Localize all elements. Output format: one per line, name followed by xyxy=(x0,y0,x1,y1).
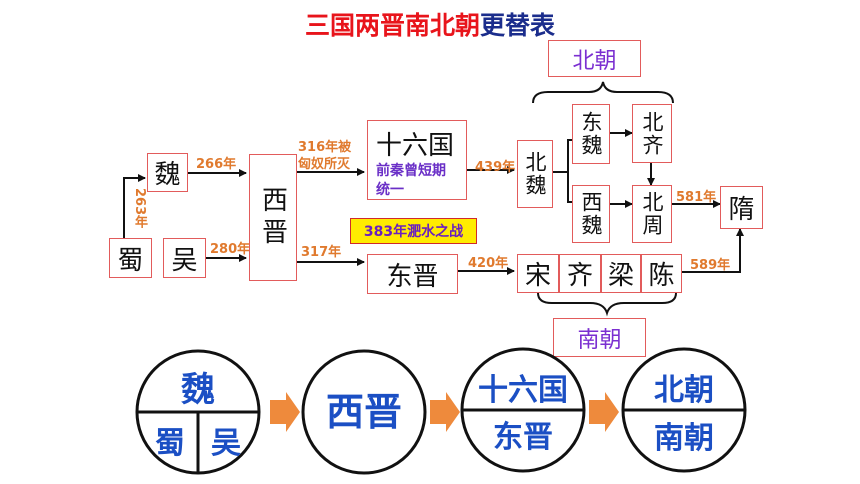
circle-xijin xyxy=(301,349,427,475)
circle3-bottom: 东晋 xyxy=(493,420,553,455)
brace-nanchao xyxy=(537,292,677,317)
circle3-top: 十六国 xyxy=(478,373,568,408)
box-wei: 魏 xyxy=(147,153,188,192)
box-beizhou-label: 北周 xyxy=(640,191,664,237)
circle1-top: 魏 xyxy=(181,370,215,410)
battle-feishui-badge: 383年淝水之战 xyxy=(350,218,477,244)
arrow-shu-wei xyxy=(123,174,146,238)
box-sui: 隋 xyxy=(720,186,763,229)
year-420: 420年 xyxy=(468,256,509,271)
box-sixteen-label: 十六国 xyxy=(376,131,455,161)
sixteen-note: 前秦曾短期统一 xyxy=(376,163,446,198)
fork-beiwei-up xyxy=(553,139,572,173)
box-dongwei-label: 东魏 xyxy=(579,111,603,157)
box-beiqi: 北齐 xyxy=(632,104,672,163)
title-red-part: 三国两晋南北朝 xyxy=(304,11,480,40)
year-317: 317年 xyxy=(301,245,342,260)
arrow-chen-sui xyxy=(682,228,744,273)
box-beiwei-label: 北魏 xyxy=(523,151,547,197)
orange-arrow-2 xyxy=(430,392,460,432)
box-song: 宋 xyxy=(517,254,559,293)
title-blue-part: 更替表 xyxy=(480,11,556,40)
orange-arrow-1 xyxy=(270,392,300,432)
box-xijin: 西晋 xyxy=(249,154,297,281)
circle1-bottom-left: 蜀 xyxy=(155,426,185,461)
box-xiwei: 西魏 xyxy=(572,185,610,243)
box-sixteen: 十六国 前秦曾短期统一 xyxy=(367,120,467,200)
circle4-bottom: 南朝 xyxy=(654,421,714,456)
fork-beiwei-down xyxy=(567,172,572,203)
box-chen: 陈 xyxy=(641,254,682,293)
year-581: 581年 xyxy=(676,190,717,205)
circle4-top: 北朝 xyxy=(654,373,714,408)
brace-beichao xyxy=(532,81,674,104)
box-qi: 齐 xyxy=(559,254,601,293)
box-shu: 蜀 xyxy=(109,238,152,278)
label-nanchao: 南朝 xyxy=(553,318,646,357)
box-beizhou: 北周 xyxy=(632,185,672,243)
box-beiqi-label: 北齐 xyxy=(640,110,664,157)
year-589: 589年 xyxy=(690,258,731,273)
box-xiwei-label: 西魏 xyxy=(579,191,603,237)
year-266: 266年 xyxy=(196,157,237,172)
box-wu: 吴 xyxy=(163,238,206,278)
year-280: 280年 xyxy=(210,242,251,257)
circle1-bottom-right: 吴 xyxy=(211,426,241,461)
year-316: 316年被匈奴所灭 xyxy=(298,140,352,172)
year-439: 439年 xyxy=(475,160,516,175)
year-263: 263年 xyxy=(132,188,147,229)
orange-arrow-3 xyxy=(589,392,619,432)
box-beiwei: 北魏 xyxy=(517,140,553,208)
page-title: 三国两晋南北朝更替表 xyxy=(0,6,860,42)
box-liang: 梁 xyxy=(601,254,641,293)
box-xijin-label: 西晋 xyxy=(257,185,288,250)
box-dongjin: 东晋 xyxy=(367,254,458,294)
box-dongwei: 东魏 xyxy=(572,104,610,164)
label-beichao: 北朝 xyxy=(548,40,641,77)
circle2-center: 西晋 xyxy=(326,389,402,434)
